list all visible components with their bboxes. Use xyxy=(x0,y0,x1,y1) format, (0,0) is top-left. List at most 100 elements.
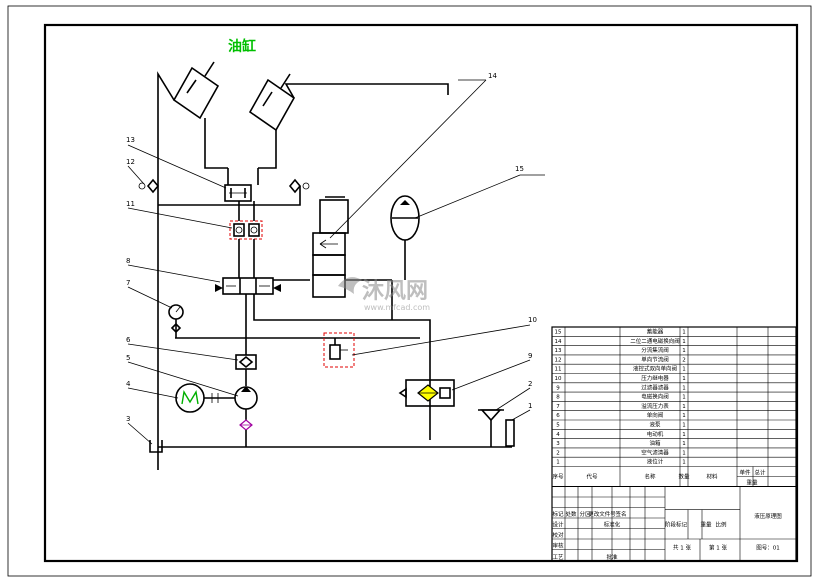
bom-row-name: 蓄能器 xyxy=(647,328,664,336)
tb-ratio: 比例 xyxy=(715,521,727,529)
bom-row-no: 11 xyxy=(555,367,562,373)
bom-row-qty: 1 xyxy=(682,395,686,401)
bom-row-qty: 1 xyxy=(682,348,686,354)
leader-lines xyxy=(127,79,545,445)
bom-row-qty: 1 xyxy=(682,330,686,336)
bom-row-name: 空气滤清器 xyxy=(641,448,669,456)
bom-header-code: 代号 xyxy=(586,473,598,481)
callout-5: 5 xyxy=(126,354,130,362)
level-gauge-1 xyxy=(505,419,515,447)
tb-stage-mark: 阶段标记 xyxy=(665,521,688,529)
tb-drawing-no: 图号：01 xyxy=(756,544,780,552)
directional-valve-8 xyxy=(215,277,310,295)
bom-row-no: 5 xyxy=(556,423,560,429)
suction-filter xyxy=(239,419,253,447)
bom-row-no: 6 xyxy=(556,413,560,419)
bom-row-qty: 1 xyxy=(682,413,686,419)
watermark-main-text: 沐风网 xyxy=(362,279,428,304)
callout-14: 14 xyxy=(488,72,497,80)
flow-divider-13 xyxy=(224,168,259,202)
callout-6: 6 xyxy=(126,336,131,344)
bom-header-material: 材料 xyxy=(706,473,718,481)
bom-row-qty: 1 xyxy=(682,460,686,466)
cylinder-left xyxy=(157,61,228,470)
bom-row-no: 7 xyxy=(556,404,560,410)
bom-row-no: 8 xyxy=(556,395,560,401)
bom-row-name: 单向节流阀 xyxy=(641,355,669,363)
tb-sign: 签名 xyxy=(615,510,626,518)
bom-row-no: 9 xyxy=(556,385,560,391)
cylinder-title: 油缸 xyxy=(228,38,256,55)
oil-filter-9 xyxy=(398,379,455,407)
tb-div: 分区 xyxy=(579,510,591,518)
bom-row-qty: 2 xyxy=(682,357,686,363)
tb-zone: 处数 xyxy=(565,510,577,518)
bom-row-name: 单向阀 xyxy=(647,411,664,419)
callout-10: 10 xyxy=(528,316,537,324)
callout-15: 15 xyxy=(515,165,524,173)
inner-frame xyxy=(43,23,799,563)
bom-row-no: 13 xyxy=(555,348,562,354)
tb-sheet-no: 第 1 张 xyxy=(709,544,727,552)
bom-row-name: 液控式双向单向阀 xyxy=(633,365,677,373)
bom-row-qty: 1 xyxy=(682,376,686,382)
bom-row-no: 4 xyxy=(556,432,560,438)
bom-row-no: 3 xyxy=(556,441,560,447)
tb-drawing-title: 液压原理图 xyxy=(754,512,782,520)
accumulator-15 xyxy=(390,195,420,280)
bom-header-name: 名称 xyxy=(644,473,656,481)
callout-11: 11 xyxy=(126,200,135,208)
bom-row-name: 电动机 xyxy=(647,430,664,438)
bom-header-seq: 序号 xyxy=(552,473,564,481)
callout-2: 2 xyxy=(528,380,532,388)
callout-8: 8 xyxy=(126,257,130,265)
tb-mark: 标记 xyxy=(552,510,564,518)
bom-row-name: 电磁换向阀 xyxy=(641,393,669,401)
tb-design: 设计 xyxy=(552,521,564,529)
bom-row-qty: 1 xyxy=(682,385,686,391)
bom-row-qty: 1 xyxy=(682,450,686,456)
bom-row-name: 油箱 xyxy=(649,439,661,447)
bom-row-qty: 1 xyxy=(682,339,686,345)
bom-row-name: 过滤器滤器 xyxy=(641,383,669,391)
watermark: 沐风网 www.mfcad.com xyxy=(338,277,430,312)
callout-4: 4 xyxy=(126,380,131,388)
outer-border xyxy=(7,5,812,577)
bom-row-no: 2 xyxy=(556,450,560,456)
throttle-valve-left-12 xyxy=(138,178,160,194)
bom-row-qty: 1 xyxy=(682,404,686,410)
bom-row-name: 分流集流阀 xyxy=(641,346,669,354)
callout-13: 13 xyxy=(126,136,135,144)
throttle-valve-right-12 xyxy=(158,178,310,206)
tb-weight: 重量 xyxy=(700,521,712,529)
bom-row-name: 二位二通电磁换向阀 xyxy=(630,337,680,345)
bom-row-qty: 1 xyxy=(682,432,686,438)
bom-row-name: 压力继电器 xyxy=(641,374,669,382)
tb-standardize: 标准化 xyxy=(604,521,621,529)
cylinder-right xyxy=(248,73,449,169)
watermark-url-text: www.mfcad.com xyxy=(364,303,430,312)
bom-row-qty: 1 xyxy=(682,423,686,429)
pressure-relay-10 xyxy=(323,332,355,368)
pump-5 xyxy=(234,386,258,420)
air-filter-2 xyxy=(478,409,504,447)
oil-tank-3 xyxy=(149,440,163,453)
tb-proofread: 校对 xyxy=(552,531,564,539)
tb-approve: 批准 xyxy=(606,553,618,561)
bom-row-no: 1 xyxy=(556,460,560,466)
callout-9: 9 xyxy=(528,352,532,360)
callout-7: 7 xyxy=(126,279,130,287)
callout-1: 1 xyxy=(528,402,532,410)
bom-row-qty: 1 xyxy=(682,367,686,373)
tb-change-doc: 更改文件号 xyxy=(588,510,616,518)
callout-3: 3 xyxy=(126,415,130,423)
bom-header-qty: 数量 xyxy=(678,473,690,481)
bom-header-weight: 重量 xyxy=(746,479,758,487)
hydraulic-lock-11 xyxy=(229,201,263,278)
bom-row-name: 液泵 xyxy=(649,421,661,429)
tb-process: 工艺 xyxy=(552,554,564,561)
bom-row-name: 液位计 xyxy=(647,458,664,466)
motor-4 xyxy=(175,383,235,413)
